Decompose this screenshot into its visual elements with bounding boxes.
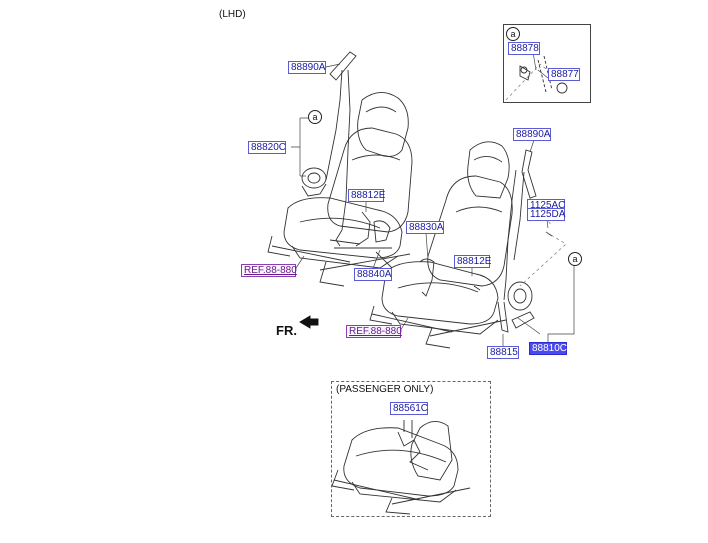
left-belt-illustration	[301, 51, 392, 249]
front-direction-label: FR.	[276, 323, 297, 338]
callout-a-left: a	[308, 110, 322, 124]
callout-a-right: a	[568, 252, 582, 266]
part-label-88810c[interactable]: 88810C	[529, 342, 567, 355]
passenger-only-box	[331, 381, 491, 517]
passenger-only-title: (PASSENGER ONLY)	[336, 384, 434, 395]
part-label-88877[interactable]: 88877	[548, 68, 580, 81]
ref-link-left[interactable]: REF.88-880	[241, 264, 297, 277]
detail-a-box	[503, 24, 591, 103]
part-label-88812e-left[interactable]: 88812E	[348, 189, 385, 202]
right-seat-illustration	[369, 141, 513, 349]
part-label-88878[interactable]: 88878	[508, 42, 540, 55]
detail-a-tag: a	[506, 27, 520, 41]
part-label-88890a-right[interactable]: 88890A	[513, 128, 551, 141]
part-label-88890a-left[interactable]: 88890A	[288, 61, 326, 74]
part-label-88561c[interactable]: 88561C	[390, 402, 428, 415]
left-seat-illustration	[267, 92, 413, 287]
right-belt-illustration	[419, 149, 553, 333]
part-label-88812e-right[interactable]: 88812E	[454, 255, 491, 268]
part-label-88820c[interactable]: 88820C	[248, 141, 286, 154]
leader-lines	[291, 51, 575, 346]
part-label-88815[interactable]: 88815	[487, 346, 519, 359]
lhd-label: (LHD)	[219, 9, 246, 20]
fr-arrow	[299, 315, 319, 329]
part-label-88830a[interactable]: 88830A	[406, 221, 444, 234]
part-label-1125da[interactable]: 1125DA	[527, 208, 565, 221]
ref-link-right[interactable]: REF.88-880	[346, 325, 402, 338]
part-label-88840a[interactable]: 88840A	[354, 268, 392, 281]
passenger-seat-illustration	[331, 420, 471, 515]
